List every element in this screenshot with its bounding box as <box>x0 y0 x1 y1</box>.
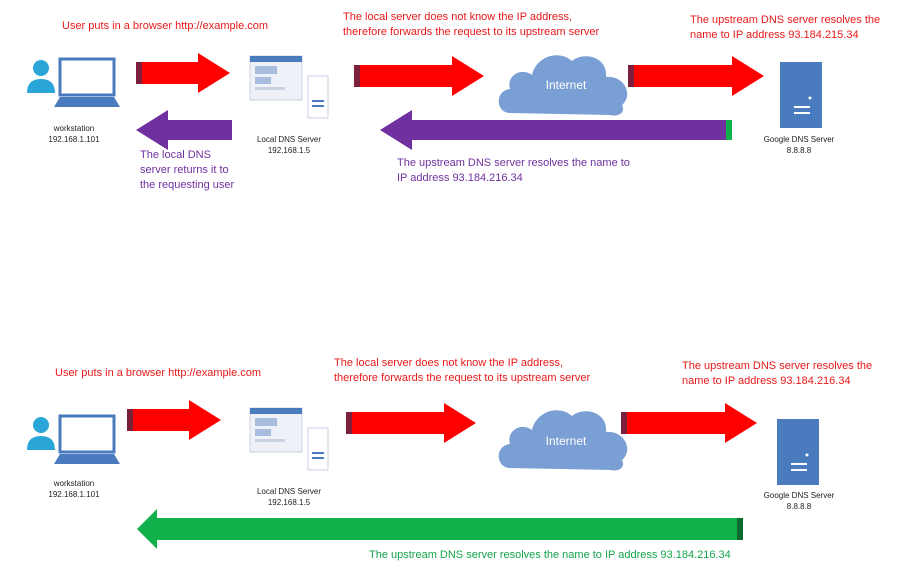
diagram-bottom-panel: User puts in a browser http://example.co… <box>0 340 914 565</box>
note-line: server returns it to <box>140 164 229 176</box>
local-dns-server-name: Local DNS Server <box>256 487 322 496</box>
local-dns-server-icon <box>249 55 329 119</box>
arrow-request-to-local <box>127 400 221 440</box>
note-upstream-return: The upstream DNS server resolves the nam… <box>397 156 630 186</box>
arrow-request-to-local <box>136 53 230 93</box>
local-dns-server-label: Local DNS Server 192.168.1.5 <box>249 134 329 156</box>
workstation-icon <box>27 57 120 107</box>
note-local-return: The local DNS server returns it to the r… <box>140 148 234 193</box>
note-line: The upstream DNS server resolves the <box>690 14 881 26</box>
diagram-top-panel: User puts in a browser http://example.co… <box>0 0 914 245</box>
note-user-request: User puts in a browser http://example.co… <box>55 367 262 379</box>
note-line: IP address 93.184.216.34 <box>397 172 523 184</box>
workstation-label: workstation 192.168.1.101 <box>44 123 104 145</box>
note-line: The local server does not know the IP ad… <box>334 357 564 369</box>
note-line: therefore forwards the request to its up… <box>343 26 600 38</box>
note-line: The upstream DNS server resolves the <box>682 360 873 372</box>
note-line: The local server does not know the IP ad… <box>343 11 573 23</box>
local-dns-server-ip: 192.168.1.5 <box>267 146 311 155</box>
note-line: name to IP address 93.184.215.34 <box>690 29 859 41</box>
workstation-icon <box>27 414 120 464</box>
internet-cloud-icon <box>498 55 628 116</box>
internet-cloud-label: Internet <box>545 434 587 448</box>
arrow-forward-to-google <box>628 56 764 96</box>
workstation-ip: 192.168.1.101 <box>48 490 100 499</box>
arrow-forward-to-internet <box>354 56 484 96</box>
internet-cloud-label: Internet <box>545 78 587 92</box>
google-dns-server-label: Google DNS Server 8.8.8.8 <box>754 490 844 512</box>
google-dns-server-ip: 8.8.8.8 <box>786 502 812 511</box>
local-dns-server-icon <box>249 407 329 471</box>
note-line: therefore forwards the request to its up… <box>334 372 591 384</box>
note-local-forward: The local server does not know the IP ad… <box>334 356 590 386</box>
workstation-name: workstation <box>53 124 95 133</box>
internet-cloud-icon <box>498 410 628 471</box>
note-line: name to IP address 93.184.216.34 <box>682 375 851 387</box>
note-line: The local DNS <box>140 149 211 161</box>
arrow-upstream-reply <box>380 110 732 150</box>
arrow-forward-to-internet <box>346 403 476 443</box>
arrow-forward-to-google <box>621 403 757 443</box>
google-dns-server-name: Google DNS Server <box>763 135 835 144</box>
note-line: the requesting user <box>140 179 235 191</box>
google-dns-server-ip: 8.8.8.8 <box>786 146 812 155</box>
local-dns-server-label: Local DNS Server 192.168.1.5 <box>249 486 329 508</box>
workstation-ip: 192.168.1.101 <box>48 135 100 144</box>
note-upstream-resolves: The upstream DNS server resolves the nam… <box>682 359 872 389</box>
google-dns-server-label: Google DNS Server 8.8.8.8 <box>754 134 844 156</box>
google-dns-server-icon <box>780 62 822 128</box>
workstation-label: workstation 192.168.1.101 <box>44 478 104 500</box>
workstation-name: workstation <box>53 479 95 488</box>
note-direct-reply: The upstream DNS server resolves the nam… <box>369 549 731 561</box>
local-dns-server-ip: 192.168.1.5 <box>267 498 311 507</box>
google-dns-server-icon <box>777 419 819 485</box>
note-local-forward: The local server does not know the IP ad… <box>343 10 599 40</box>
google-dns-server-name: Google DNS Server <box>763 491 835 500</box>
note-line: The upstream DNS server resolves the nam… <box>397 157 630 169</box>
note-upstream-resolves: The upstream DNS server resolves the nam… <box>690 13 880 43</box>
arrow-local-reply <box>136 110 232 150</box>
local-dns-server-name: Local DNS Server <box>256 135 322 144</box>
arrow-direct-reply <box>137 509 743 549</box>
note-user-request: User puts in a browser http://example.co… <box>62 20 269 32</box>
